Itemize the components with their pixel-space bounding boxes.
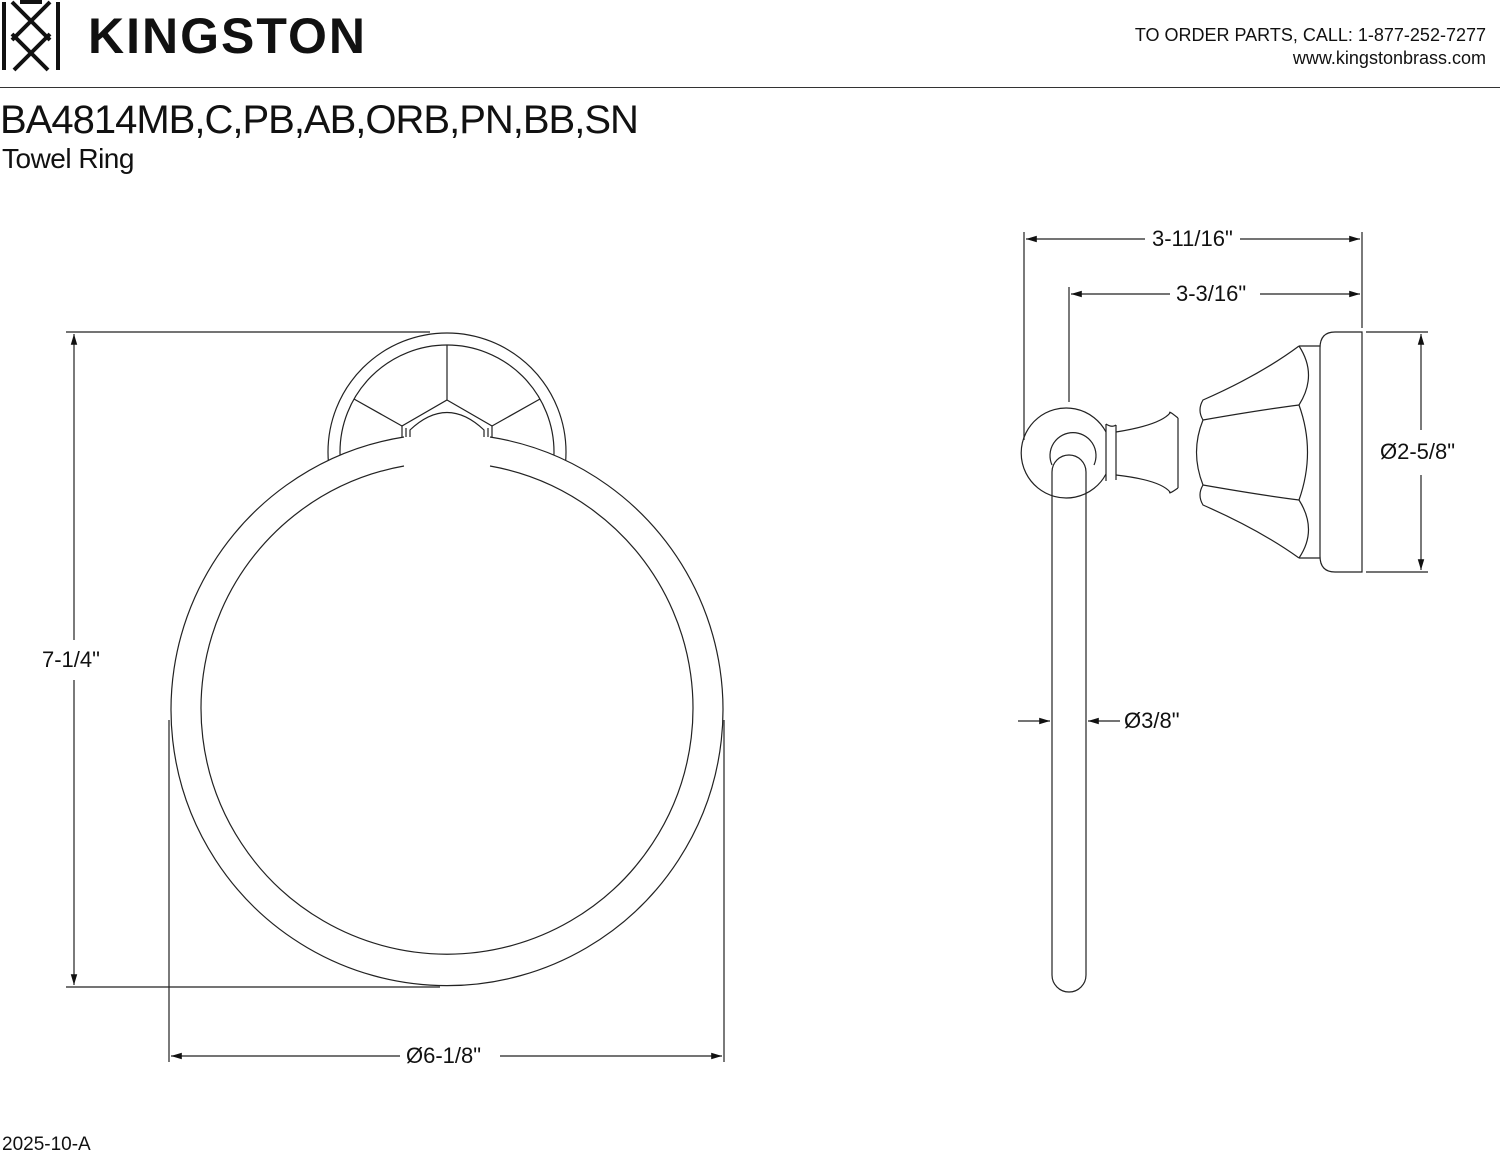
height-dimension-label: 7-1/4" — [38, 647, 104, 673]
product-name: Towel Ring — [2, 143, 134, 174]
flange-diameter-label: Ø2-5/8" — [1376, 439, 1460, 465]
website-link[interactable]: www.kingstonbrass.com — [1292, 48, 1486, 68]
ring-center-projection-label: 3-3/16" — [1172, 281, 1251, 307]
parts-phone: TO ORDER PARTS, CALL: 1-877-252-7277 — [1134, 25, 1486, 45]
side-view — [1018, 232, 1428, 993]
overall-projection-label: 3-11/16" — [1148, 226, 1237, 252]
ring-diameter-label: Ø6-1/8" — [402, 1043, 486, 1069]
kingston-monogram-icon — [2, 0, 60, 72]
brand-name: KINGSTON — [88, 8, 367, 64]
contact-info: TO ORDER PARTS, CALL: 1-877-252-7277 www… — [1135, 24, 1486, 70]
revision-code: 2025-10-A — [2, 1134, 91, 1155]
brand-logo — [0, 0, 64, 72]
rod-diameter-label: Ø3/8" — [1120, 708, 1184, 734]
front-view — [66, 331, 725, 1062]
header-divider — [0, 87, 1500, 88]
model-numbers: BA4814MB,C,PB,AB,ORB,PN,BB,SN — [0, 98, 639, 142]
